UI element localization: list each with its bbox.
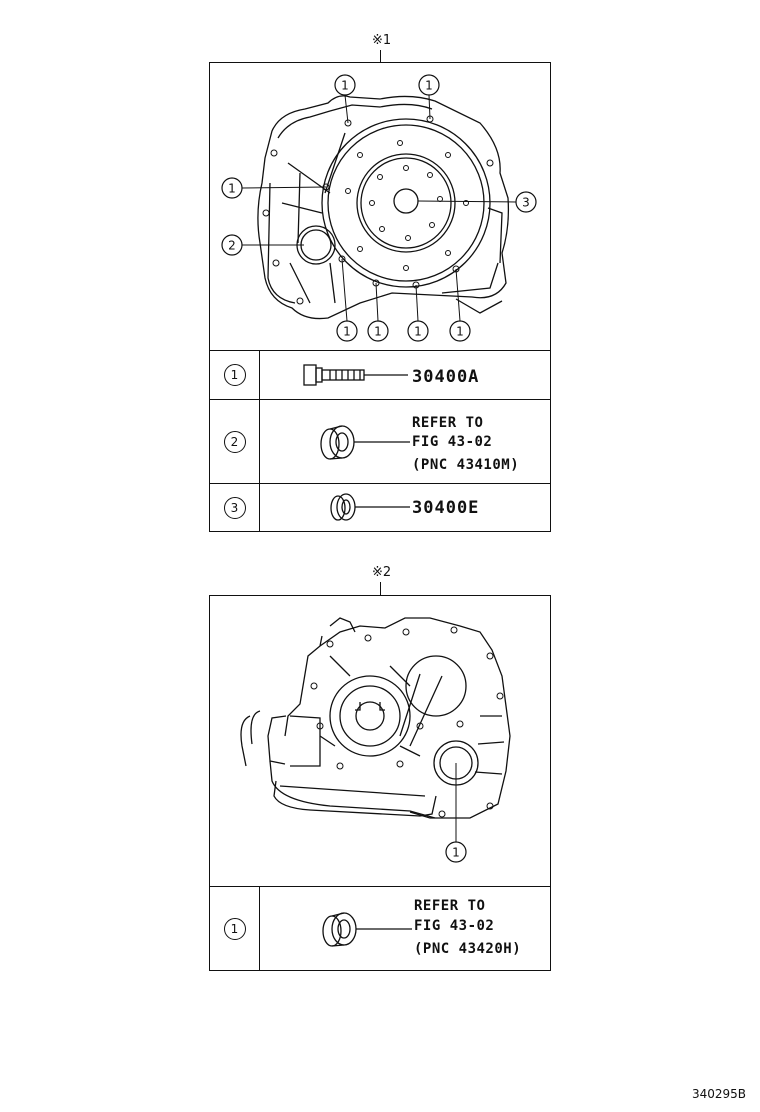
transaxle-front-drawing: 1 1 1 2 3 1 1 1 1 (221, 74, 537, 342)
panel1-mark: ※1 (372, 33, 392, 48)
callout-label: 1 (456, 325, 464, 339)
panel1-mark-leader (380, 50, 381, 63)
panel2-mark-leader (380, 582, 381, 596)
callout-label: 1 (374, 325, 382, 339)
callout-label: 1 (341, 79, 349, 93)
row-index-cell: 1 (210, 887, 260, 970)
parts-row: 3 30400E (210, 483, 550, 531)
row-index: 1 (223, 364, 246, 386)
callout-label: 1 (425, 79, 433, 93)
callout-label: 3 (522, 196, 530, 210)
reference-line: REFER TO (414, 898, 486, 914)
parts-row: 1 30400A (210, 350, 550, 399)
flange-bolt-icon (303, 364, 408, 386)
row-index: 3 (223, 496, 246, 519)
callout-label: 1 (228, 182, 236, 196)
figure-code: 340295B (691, 1087, 746, 1101)
callout-label: 1 (343, 325, 351, 339)
row-index: 2 (223, 430, 246, 453)
panel1: 1 1 1 2 3 1 1 1 1 1 30400A (209, 62, 551, 532)
row-index-cell: 1 (210, 351, 260, 399)
part-code: 30400E (412, 498, 480, 518)
parts-row: 2 REFER TO FIG 43-02 (PNC 43410M) (210, 399, 550, 483)
reference-line: (PNC 43410M) (412, 457, 520, 473)
row-index-cell: 2 (210, 400, 260, 483)
oil-seal-icon (330, 493, 410, 521)
panel2-mark: ※2 (372, 565, 392, 580)
callout-label: 1 (414, 325, 422, 339)
panel2: 1 1 REFER TO FIG 43-02 (PNC 43420H) (209, 595, 551, 971)
oil-seal-icon (322, 912, 412, 947)
callout-label: 2 (228, 239, 236, 253)
row-index-cell: 3 (210, 484, 260, 531)
row-index: 1 (223, 917, 246, 940)
oil-seal-icon (320, 425, 410, 460)
part-code: 30400A (412, 367, 480, 387)
callout-label: 1 (452, 846, 460, 860)
reference-line: FIG 43-02 (412, 434, 493, 450)
transaxle-side-drawing: 1 (240, 617, 511, 863)
parts-row: 1 REFER TO FIG 43-02 (PNC 43420H) (210, 886, 550, 970)
reference-line: FIG 43-02 (414, 918, 495, 934)
reference-line: (PNC 43420H) (414, 941, 522, 957)
reference-line: REFER TO (412, 415, 484, 431)
